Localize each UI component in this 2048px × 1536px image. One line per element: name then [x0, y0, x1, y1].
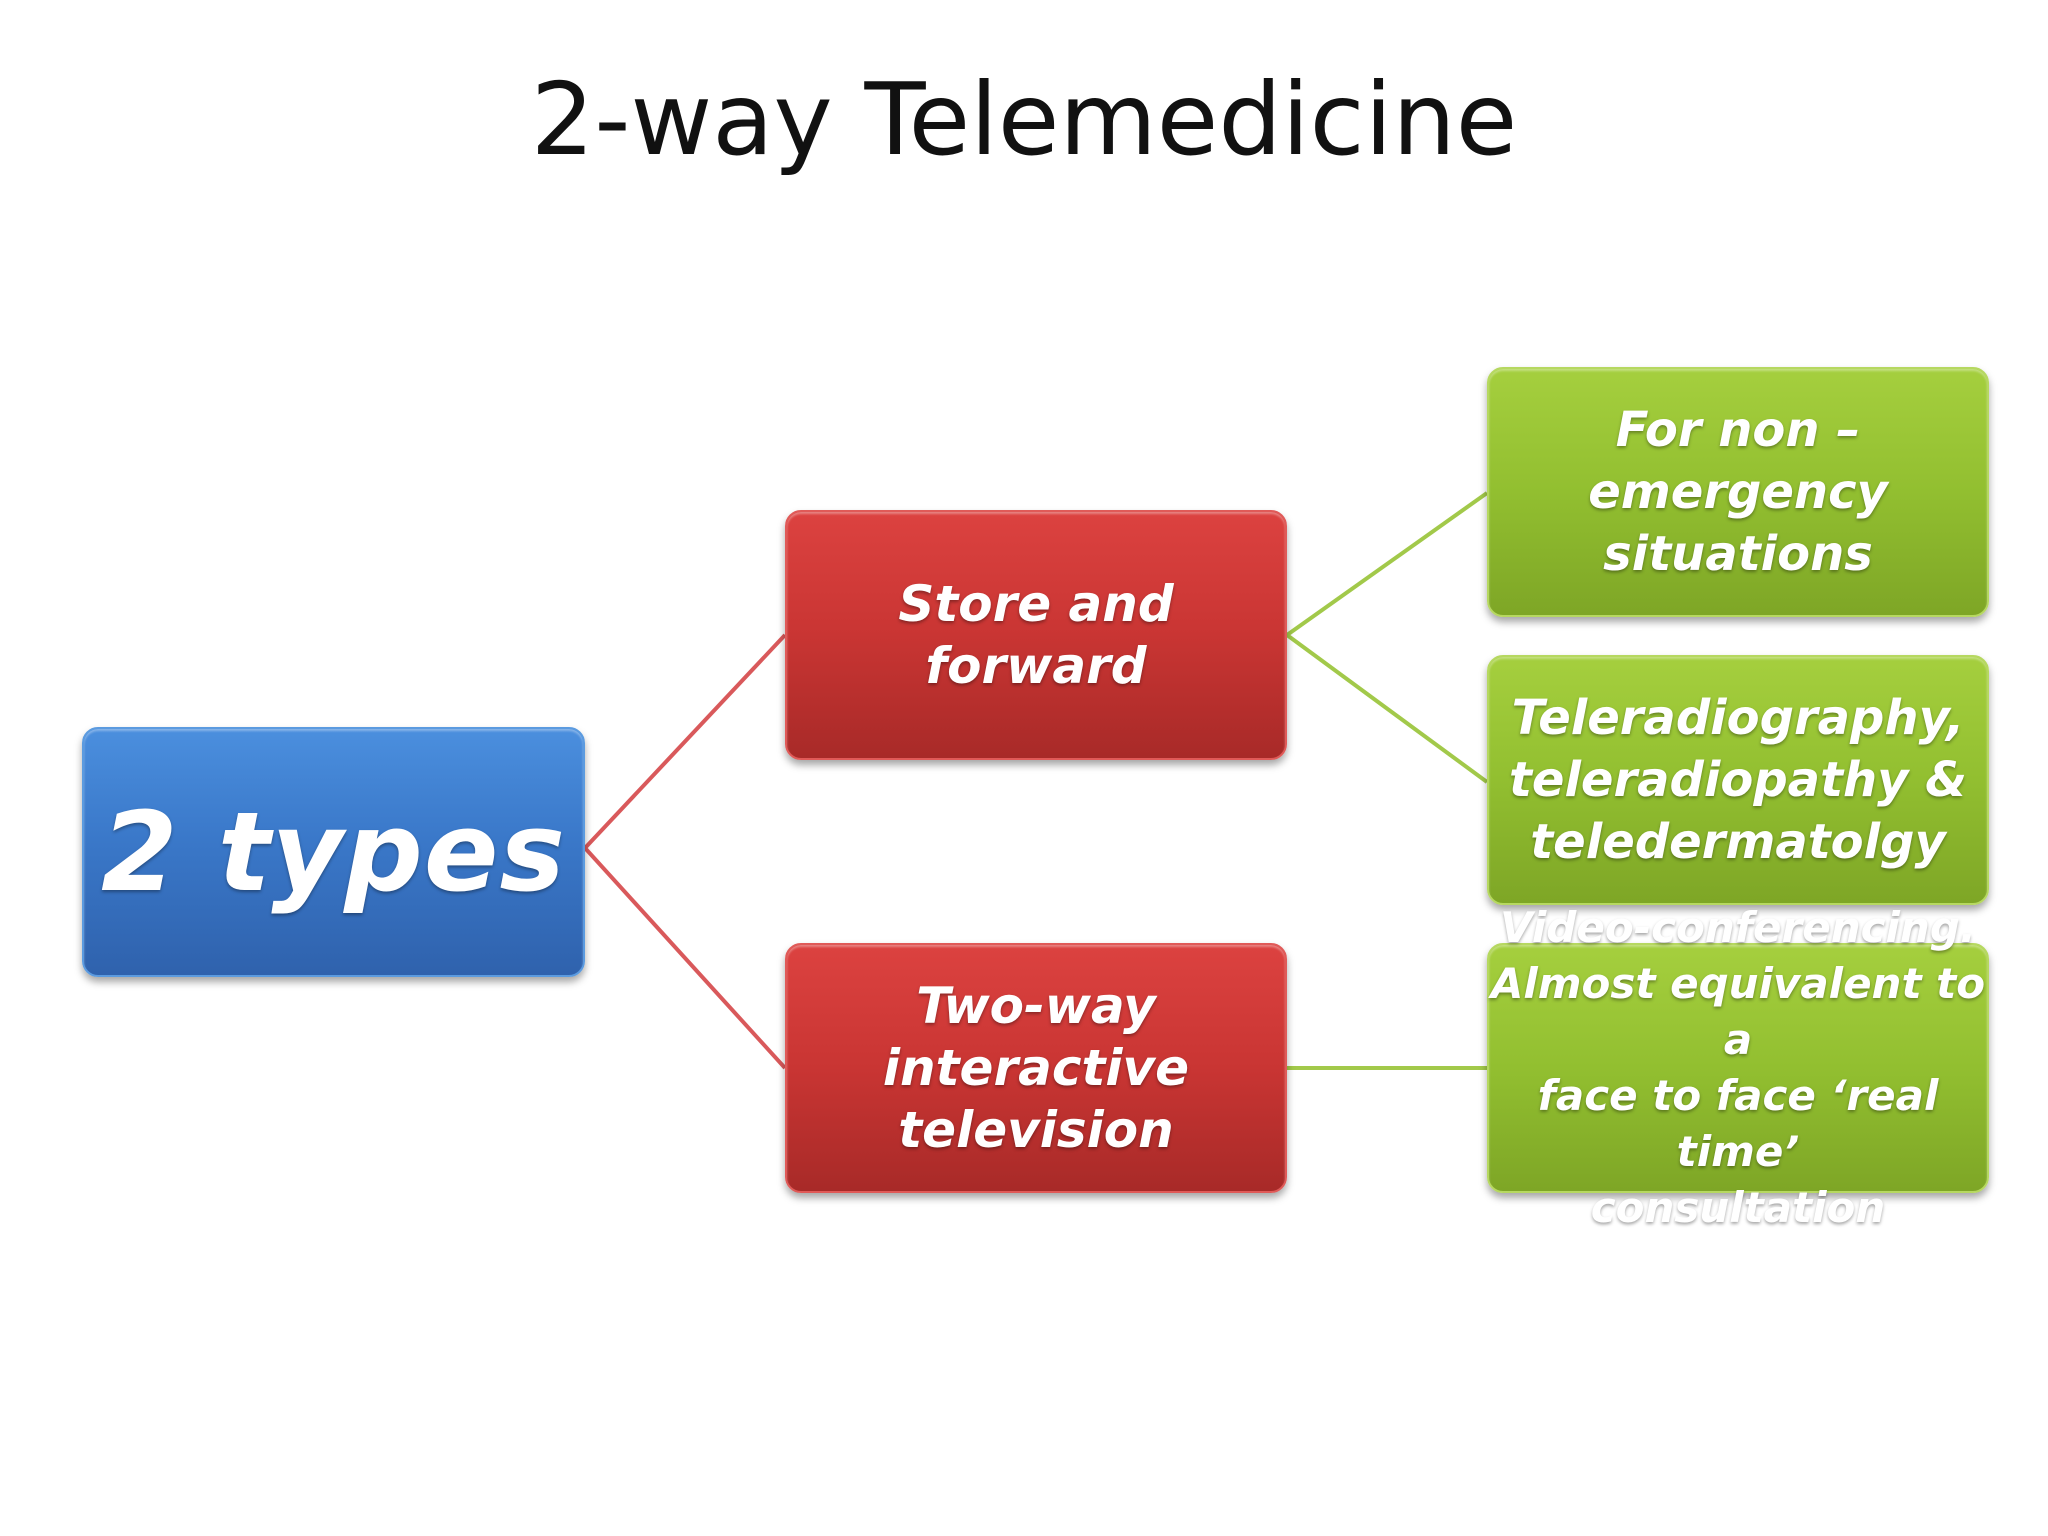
leaf-node-line-3: face to face ‘real time’: [1537, 1071, 1939, 1176]
leaf-node-line-4: consultation: [1590, 1183, 1886, 1232]
leaf-node-line-2: Almost equivalent to a: [1490, 959, 1986, 1064]
leaf-node-video-conferencing: Video-conferencing. Almost equivalent to…: [1487, 903, 1989, 1232]
leaf-node-line-3: situations: [1603, 526, 1873, 582]
connector-root-to-two-way-interactive: [583, 846, 787, 1070]
branch-node-two-way-interactive-television: Two-way interactive television: [785, 943, 1287, 1193]
connector-store-to-non-emergency: [1285, 491, 1489, 637]
leaf-node-line-3: teledermatolgy: [1530, 814, 1946, 870]
branch-node-label-line-2: television: [898, 1101, 1174, 1159]
branch-node-label-line-1: Two-way interactive: [882, 977, 1190, 1097]
leaf-node-non-emergency-situations: For non – emergency situations: [1487, 367, 1989, 617]
leaf-node-line-2: emergency: [1588, 464, 1888, 520]
leaf-node-teleradiography: Teleradiography, teleradiopathy & telede…: [1487, 655, 1989, 905]
root-node-label: 2 types: [101, 788, 566, 916]
leaf-node-line-2: teleradiopathy &: [1508, 752, 1968, 808]
root-node-2-types: 2 types: [82, 727, 585, 977]
branch-node-store-and-forward: Store and forward: [785, 510, 1287, 760]
connector-store-to-teleradiography: [1285, 633, 1489, 784]
branch-node-label: Store and forward: [898, 575, 1174, 695]
leaf-node-line-1: For non –: [1615, 402, 1861, 458]
connector-root-to-store-and-forward: [583, 633, 787, 850]
leaf-node-line-1: Video-conferencing.: [1500, 903, 1976, 952]
slide-title: 2-way Telemedicine: [530, 61, 1518, 178]
leaf-node-line-1: Teleradiography,: [1511, 690, 1965, 746]
